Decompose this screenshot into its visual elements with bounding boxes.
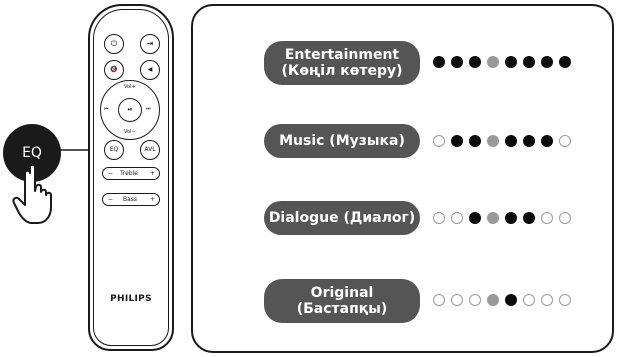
level-dot-6-on bbox=[523, 212, 535, 224]
dots-dialogue bbox=[433, 212, 571, 226]
level-dot-5-on bbox=[505, 135, 517, 147]
mode-original-title: Original bbox=[310, 285, 374, 301]
treble-control[interactable]: − Treble + bbox=[102, 167, 160, 180]
level-dot-5-on bbox=[505, 212, 517, 224]
volume-down-icon-button[interactable]: ◀ bbox=[140, 60, 160, 80]
input-button[interactable]: ⇥ bbox=[140, 34, 160, 54]
level-dot-4-mid bbox=[487, 294, 499, 306]
treble-label: Treble bbox=[120, 170, 138, 177]
play-pause-button[interactable]: ⏯ bbox=[118, 98, 142, 122]
mode-entertainment-subtitle: (Көңіл көтеру) bbox=[281, 63, 403, 79]
mode-entertainment-title: Entertainment bbox=[284, 47, 400, 63]
power-button[interactable]: ⏻ bbox=[104, 34, 124, 54]
level-dot-4-mid bbox=[487, 212, 499, 224]
level-dot-2-on bbox=[451, 56, 463, 68]
level-dot-2-off bbox=[451, 212, 463, 224]
mode-music-title: Music (Музыка) bbox=[279, 133, 405, 149]
level-dot-3-off bbox=[469, 294, 481, 306]
mute-button[interactable]: 🔇 bbox=[104, 60, 124, 80]
level-dot-3-on bbox=[469, 56, 481, 68]
mode-original: Original (Бастапқы) bbox=[264, 279, 420, 323]
remote-control bbox=[88, 4, 174, 351]
level-dot-6-on bbox=[523, 135, 535, 147]
bass-label: Bass bbox=[123, 196, 138, 203]
bass-minus[interactable]: − bbox=[108, 196, 114, 203]
brand-logo: PHILIPS bbox=[110, 294, 152, 304]
mode-dialogue: Dialogue (Диалог) bbox=[264, 201, 420, 235]
level-dot-7-off bbox=[541, 212, 553, 224]
treble-plus[interactable]: + bbox=[150, 170, 156, 177]
avl-button[interactable]: AVL bbox=[140, 140, 160, 160]
level-dot-1-off bbox=[433, 212, 445, 224]
treble-minus[interactable]: − bbox=[108, 170, 114, 177]
vol-minus-label: Vol− bbox=[124, 129, 136, 135]
previous-icon[interactable]: ⏮ bbox=[104, 106, 109, 112]
level-dot-6-off bbox=[523, 294, 535, 306]
bass-plus[interactable]: + bbox=[150, 196, 156, 203]
pointing-hand-icon bbox=[12, 163, 52, 224]
next-icon[interactable]: ⏭ bbox=[146, 106, 151, 112]
level-dot-4-mid bbox=[487, 56, 499, 68]
dots-entertainment bbox=[433, 56, 571, 70]
level-dot-8-off bbox=[559, 212, 571, 224]
dots-original bbox=[433, 294, 571, 308]
mode-dialogue-title: Dialogue (Диалог) bbox=[268, 210, 416, 226]
level-dot-1-on bbox=[433, 56, 445, 68]
navigation-dpad[interactable] bbox=[100, 80, 160, 140]
level-dot-3-on bbox=[469, 212, 481, 224]
level-dot-7-on bbox=[541, 56, 553, 68]
level-dot-8-on bbox=[559, 56, 571, 68]
level-dot-1-off bbox=[433, 294, 445, 306]
mode-music: Music (Музыка) bbox=[264, 124, 420, 158]
level-dot-5-on bbox=[505, 56, 517, 68]
level-dot-6-on bbox=[523, 56, 535, 68]
eq-button[interactable]: EQ bbox=[104, 140, 124, 160]
level-dot-4-mid bbox=[487, 135, 499, 147]
remote-inner-outline bbox=[93, 9, 169, 346]
level-dot-3-on bbox=[469, 135, 481, 147]
level-dot-7-on bbox=[541, 135, 553, 147]
level-dot-2-on bbox=[451, 135, 463, 147]
level-dot-2-off bbox=[451, 294, 463, 306]
mode-entertainment: Entertainment (Көңіл көтеру) bbox=[264, 41, 420, 85]
bass-control[interactable]: − Bass + bbox=[102, 193, 160, 206]
dots-music bbox=[433, 135, 571, 149]
level-dot-7-off bbox=[541, 294, 553, 306]
mode-original-subtitle: (Бастапқы) bbox=[296, 301, 388, 317]
vol-plus-label: Vol+ bbox=[124, 84, 136, 90]
level-dot-1-off bbox=[433, 135, 445, 147]
level-dot-8-off bbox=[559, 135, 571, 147]
level-dot-5-on bbox=[505, 294, 517, 306]
level-dot-8-off bbox=[559, 294, 571, 306]
